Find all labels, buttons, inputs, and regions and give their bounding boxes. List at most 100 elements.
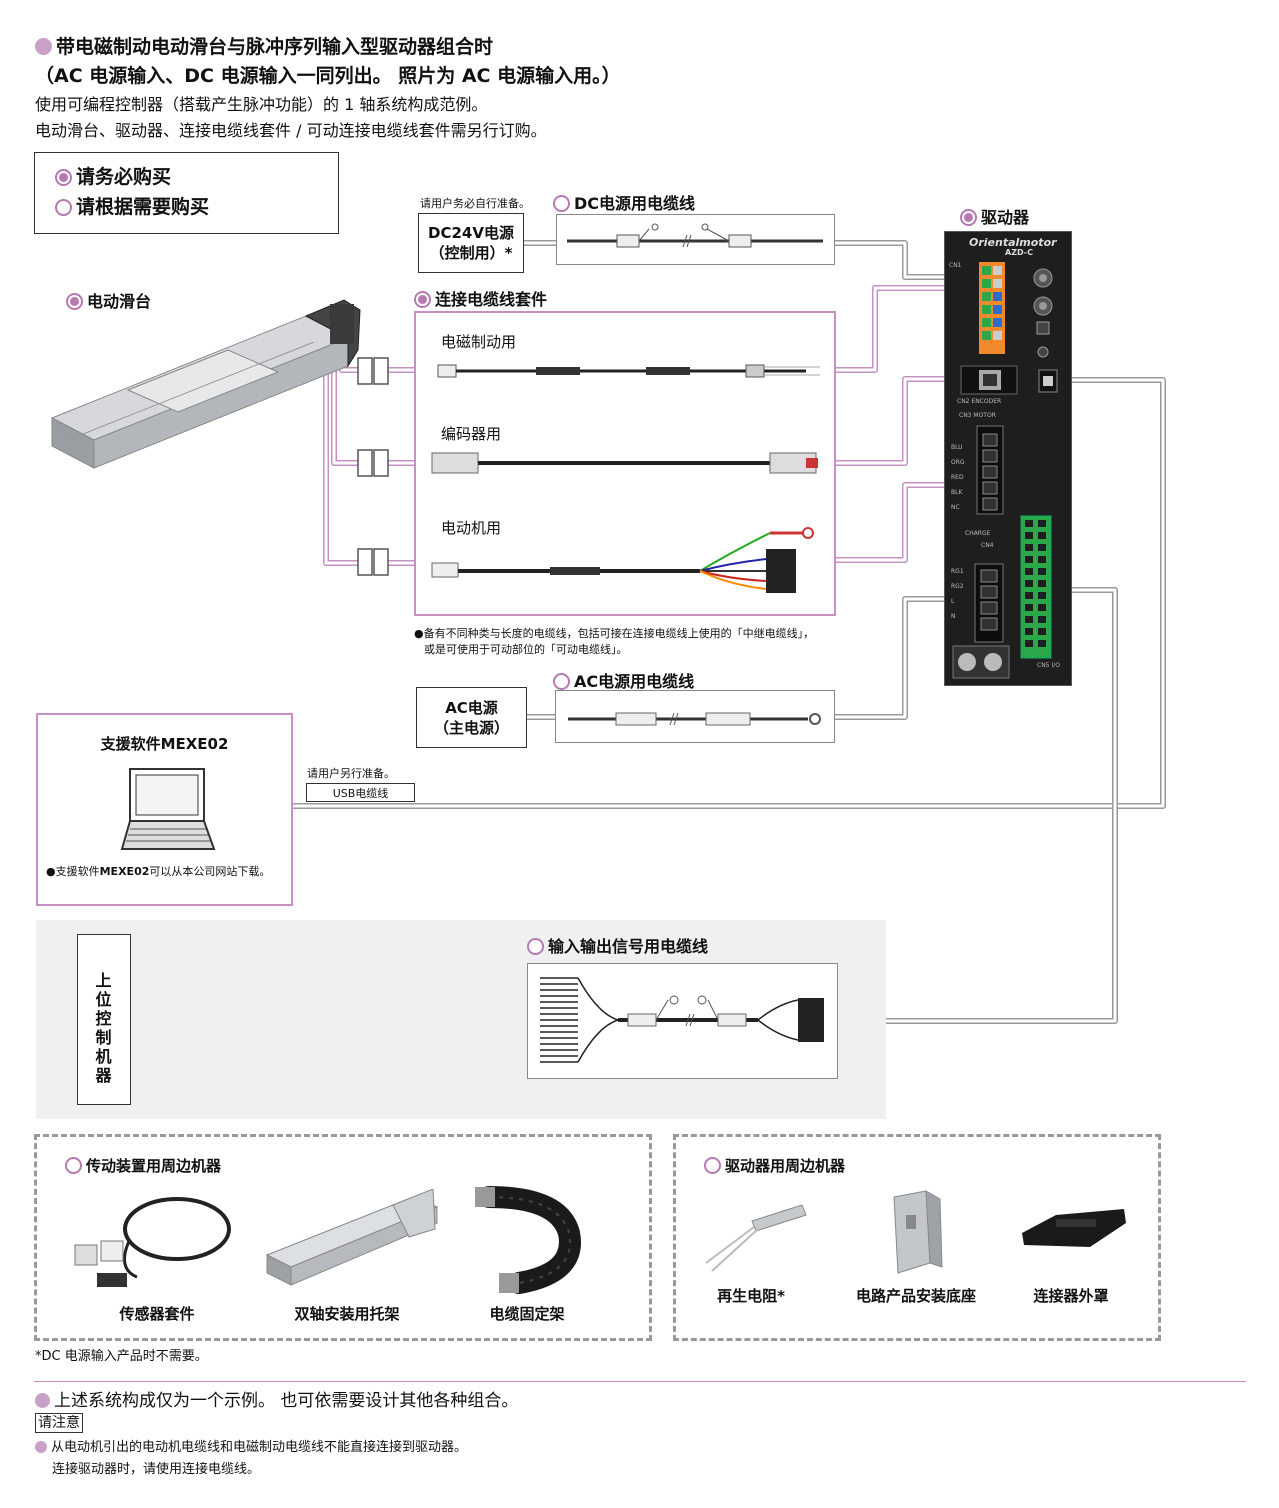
ac-cable-title: AC电源用电缆线 <box>553 668 694 692</box>
dc-cable-box <box>556 214 835 265</box>
cn5-connector <box>1020 515 1052 659</box>
io-cable-box <box>527 963 838 1079</box>
legend-optional: 请根据需要购买 <box>55 192 209 219</box>
optional-icon <box>55 199 72 216</box>
required-icon <box>414 291 431 308</box>
ac-cable-title-label: AC电源用电缆线 <box>574 672 695 691</box>
cn3-label: CN3 MOTOR <box>959 412 996 419</box>
connector-pairs <box>357 357 389 576</box>
controller-char-6: 器 <box>95 1066 112 1085</box>
dc-power-box-line2: （控制用）* <box>429 244 513 262</box>
driver-unit: Orientalmotor AZD-C CN1 CN2 ENCODER CN3 … <box>944 231 1072 686</box>
ac-power-box-line1: AC电源 <box>445 698 498 717</box>
brake-cable-image <box>437 364 820 378</box>
cn3-connector <box>976 425 1004 515</box>
optional-icon <box>704 1157 721 1174</box>
cable-carrier-caption: 电缆固定架 <box>489 1305 565 1323</box>
software-title: 支援软件MEXE02 <box>100 735 229 753</box>
actuator-peripherals-box: 传动装置用周边机器 传感器套件 双轴安装用托架 电缆固定架 <box>34 1134 652 1341</box>
cn3-pin-4: BLK <box>951 489 963 496</box>
cn4-label: CN4 <box>981 542 994 549</box>
required-icon <box>66 293 83 310</box>
encoder-cable-label: 编码器用 <box>441 425 502 443</box>
cable-kit-title: 连接电缆线套件 <box>414 286 547 310</box>
dc-power-note: 请用户务必自行准备。 <box>420 197 530 210</box>
bracket-caption: 双轴安装用托架 <box>294 1305 400 1323</box>
cn3-pin-1: BLU <box>951 444 963 451</box>
dc-cable-title-label: DC电源用电缆线 <box>574 194 696 213</box>
title-line-1: 带电磁制动电动滑台与脉冲序列输入型驱动器组合时 <box>56 36 494 58</box>
actuator-peripherals-title-label: 传动装置用周边机器 <box>86 1157 222 1175</box>
controller-char-3: 控 <box>95 1009 112 1028</box>
cn4-pin-3: L <box>951 598 955 605</box>
encoder-cable-image <box>431 452 818 474</box>
cable-kit-note-2: 或是可使用于可动部位的「可动电缆线」。 <box>424 643 628 656</box>
cn3-pin-labels: BLU ORG RED BLK NC <box>951 440 973 515</box>
driver-dials <box>1033 268 1053 335</box>
software-note-bold: MEXE02 <box>99 865 150 878</box>
dc-power-box: DC24V电源 （控制用）* <box>418 213 524 273</box>
usb-port-icon <box>1038 369 1058 393</box>
caution-line-1: 从电动机引出的电动机电缆线和电磁制动电缆线不能直接连接到驱动器。 <box>35 1436 467 1455</box>
description-line-2: 电动滑台、驱动器、连接电缆线套件 / 可动连接电缆线套件需另行订购。 <box>35 121 547 140</box>
cn5-label: CN5 I/O <box>1037 662 1060 669</box>
driver-model: AZD-C <box>1005 248 1033 257</box>
dc-cable-title: DC电源用电缆线 <box>553 190 695 214</box>
driver-peripherals-title-label: 驱动器用周边机器 <box>725 1157 846 1175</box>
actuator-peripherals-title: 传动装置用周边机器 <box>65 1155 221 1176</box>
cn4-pin-labels: RG1 RG2 L N <box>951 564 973 624</box>
cn3-pin-2: ORG <box>951 459 965 466</box>
laptop-icon <box>120 768 216 850</box>
charge-label: CHARGE <box>965 530 991 537</box>
motor-cable-image <box>431 527 814 593</box>
optional-icon <box>527 938 544 955</box>
driver-title: 驱动器 <box>960 204 1029 228</box>
driver-peripherals-box: 驱动器用周边机器 再生电阻* 电路产品安装底座 连接器外罩 <box>673 1134 1161 1341</box>
bullet-icon <box>35 38 52 55</box>
io-cable-title: 输入输出信号用电缆线 <box>527 933 708 957</box>
ac-power-box: AC电源 （主电源） <box>416 687 527 748</box>
io-cable-image <box>540 977 824 1063</box>
caution-line-2: 连接驱动器时，请使用连接电缆线。 <box>52 1462 261 1477</box>
bracket-image <box>265 1189 439 1286</box>
led-icon <box>1037 346 1049 358</box>
caution-text-1: 从电动机引出的电动机电缆线和电磁制动电缆线不能直接连接到驱动器。 <box>51 1440 468 1455</box>
divider <box>34 1381 1246 1382</box>
cable-kit-note-1: ●备有不同种类与长度的电缆线，包括可接在连接电缆线上使用的「中继电缆线」， <box>414 627 815 640</box>
usb-note: 请用户另行准备。 <box>307 767 395 780</box>
page-title: 带电磁制动电动滑台与脉冲序列输入型驱动器组合时 <box>35 33 493 61</box>
regen-resistor-caption: 再生电阻* <box>717 1287 785 1305</box>
io-cable-title-label: 输入输出信号用电缆线 <box>548 937 709 956</box>
required-icon <box>960 209 977 226</box>
cable-kit-title-label: 连接电缆线套件 <box>435 290 548 309</box>
mounting-plate-caption: 电路产品安装底座 <box>855 1287 976 1305</box>
legend-required-label: 请务必购买 <box>76 166 172 188</box>
optional-icon <box>65 1157 82 1174</box>
ac-power-box-line2: （主电源） <box>433 718 509 737</box>
electric-slide-image <box>50 299 361 469</box>
cn2-connector <box>960 365 1018 395</box>
ac-cable-box <box>555 690 835 743</box>
cable-kit-box: 电磁制动用 编码器用 电动机用 <box>414 311 836 616</box>
cn4-pin-2: RG2 <box>951 583 964 590</box>
motor-cable-label: 电动机用 <box>441 519 502 537</box>
sensor-kit-caption: 传感器套件 <box>119 1305 195 1323</box>
summary-text: 上述系统构成仅为一个示例。 也可依需要设计其他各种组合。 <box>54 1391 519 1411</box>
bullet-icon <box>35 1393 50 1408</box>
ground-screws <box>952 645 1010 679</box>
cn4-pin-1: RG1 <box>951 568 964 575</box>
software-box: 支援软件MEXE02 ●支援软件MEXE02可以从本公司网站下载。 <box>36 713 293 906</box>
software-note-prefix: ●支援软件 <box>46 865 100 878</box>
driver-peripherals-title: 驱动器用周边机器 <box>704 1155 845 1176</box>
legend-required: 请务必购买 <box>55 162 171 189</box>
driver-brand: Orientalmotor <box>969 236 1057 249</box>
brake-cable-label: 电磁制动用 <box>441 333 517 351</box>
controller-char-5: 机 <box>95 1047 112 1066</box>
caution-label: 请注意 <box>35 1413 83 1433</box>
mounting-plate-image <box>893 1190 943 1274</box>
dc-cable-image <box>567 223 823 248</box>
controller-char-1: 上 <box>95 971 112 990</box>
regen-resistor-image <box>705 1204 807 1272</box>
controller-label: 上 位 控 制 机 器 <box>78 971 129 1085</box>
legend-box: 请务必购买 请根据需要购买 <box>34 152 339 234</box>
